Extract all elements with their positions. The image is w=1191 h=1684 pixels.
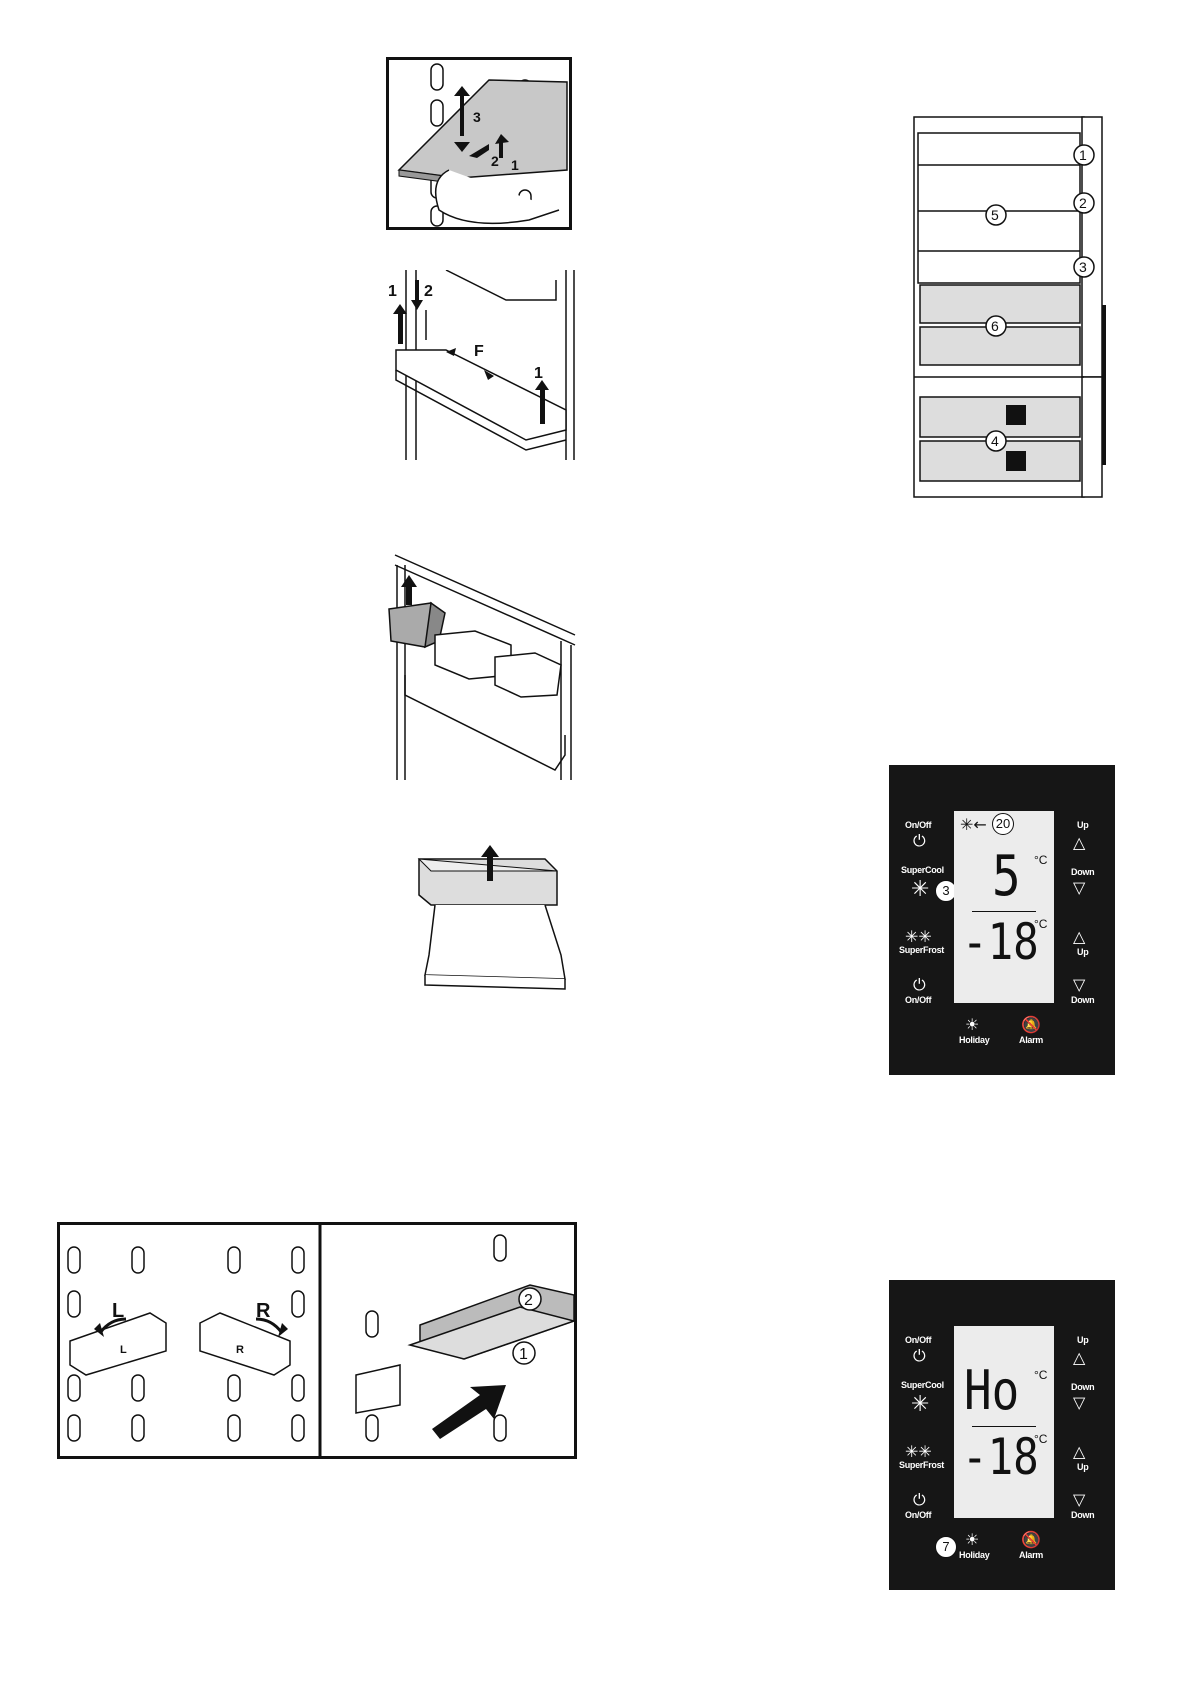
step-2-label: 2 bbox=[491, 153, 499, 169]
step-1-label: 1 bbox=[511, 157, 519, 173]
snowflake-indicator-icon: ✳← bbox=[960, 815, 987, 834]
shelf-bracket-figure: L R L R 2 1 bbox=[57, 1222, 577, 1459]
holiday-label: Holiday bbox=[959, 1035, 990, 1045]
holiday-callout: 7 bbox=[935, 1536, 957, 1558]
up-arrow-bottom-icon[interactable]: △ bbox=[1073, 1442, 1086, 1461]
power-icon-bottom[interactable]: ⏻ bbox=[913, 975, 926, 994]
indicator-callout: 20 bbox=[992, 813, 1014, 835]
fridge-unit: °C bbox=[1034, 1368, 1048, 1382]
superfrost-label: SuperFrost bbox=[899, 945, 945, 955]
supercool-snowflake-icon[interactable]: ✳ bbox=[911, 1392, 930, 1417]
supercool-label: SuperCool bbox=[901, 865, 944, 875]
control-panel-normal: On/Off ⏻ SuperCool ✳ 3 ✳✳ SuperFrost ⏻ O… bbox=[889, 765, 1115, 1075]
down-bottom-label: Down bbox=[1071, 1510, 1095, 1520]
step-1-left-label: 1 bbox=[388, 283, 397, 300]
up-arrow-icon[interactable]: △ bbox=[1073, 833, 1086, 852]
alarm-label: Alarm bbox=[1019, 1550, 1044, 1560]
bracket-right-label: R bbox=[256, 1300, 271, 1322]
fridge-unit: °C bbox=[1034, 853, 1048, 867]
callout-3: 3 bbox=[1079, 259, 1087, 275]
callout-2: 2 bbox=[1079, 195, 1087, 211]
callout-5: 5 bbox=[991, 207, 999, 223]
force-label: F bbox=[474, 343, 484, 360]
supercool-label: SuperCool bbox=[901, 1380, 944, 1390]
onoff-bottom-label: On/Off bbox=[905, 995, 932, 1005]
butter-compartment-figure bbox=[415, 845, 575, 990]
door-compartment-figure bbox=[385, 545, 577, 780]
shelf-2-callout: 2 bbox=[524, 1292, 533, 1309]
holiday-label: Holiday bbox=[959, 1550, 990, 1560]
onoff-top-label: On/Off bbox=[905, 1335, 932, 1345]
supercool-snowflake-icon[interactable]: ✳ bbox=[911, 877, 930, 902]
superfrost-snowflake-icon[interactable]: ✳✳ bbox=[905, 927, 932, 946]
step-3-label: 3 bbox=[473, 109, 481, 125]
door-shelf-figure: 1 2 1 F bbox=[386, 270, 576, 460]
up-arrow-icon[interactable]: △ bbox=[1073, 1348, 1086, 1367]
lcd-display: Ho °C -18 °C bbox=[954, 1326, 1054, 1518]
superfrost-label: SuperFrost bbox=[899, 1460, 945, 1470]
up-bottom-label: Up bbox=[1077, 1462, 1089, 1472]
down-arrow-bottom-icon[interactable]: ▽ bbox=[1073, 1490, 1086, 1509]
lcd-divider bbox=[972, 1426, 1036, 1427]
callout-6: 6 bbox=[991, 318, 999, 334]
callout-1: 1 bbox=[1079, 147, 1087, 163]
down-bottom-label: Down bbox=[1071, 995, 1095, 1005]
power-icon[interactable]: ⏻ bbox=[913, 1346, 926, 1365]
alarm-bell-icon[interactable]: 🔕 bbox=[1021, 1530, 1041, 1549]
alarm-label: Alarm bbox=[1019, 1035, 1044, 1045]
lcd-divider bbox=[972, 911, 1036, 912]
down-top-label: Down bbox=[1071, 867, 1095, 877]
power-icon[interactable]: ⏻ bbox=[913, 831, 926, 850]
fridge-overview-figure: 1 2 3 5 6 4 bbox=[906, 115, 1106, 505]
bracket-right-mark: R bbox=[236, 1344, 244, 1356]
fridge-display-text: Ho bbox=[964, 1359, 1020, 1422]
up-top-label: Up bbox=[1077, 820, 1089, 830]
up-arrow-bottom-icon[interactable]: △ bbox=[1073, 927, 1086, 946]
holiday-sun-icon[interactable]: ☀ bbox=[965, 1015, 980, 1034]
up-bottom-label: Up bbox=[1077, 947, 1089, 957]
down-top-label: Down bbox=[1071, 1382, 1095, 1392]
freezer-temperature: -18 bbox=[962, 1428, 1039, 1486]
bracket-left-mark: L bbox=[120, 1344, 127, 1356]
down-arrow-icon[interactable]: ▽ bbox=[1073, 1393, 1086, 1412]
up-top-label: Up bbox=[1077, 1335, 1089, 1345]
shelf-removal-figure: 3 2 1 bbox=[386, 57, 572, 230]
down-arrow-bottom-icon[interactable]: ▽ bbox=[1073, 975, 1086, 994]
holiday-sun-icon[interactable]: ☀ bbox=[965, 1530, 980, 1549]
lcd-display: ✳← 20 5 °C -18 °C bbox=[954, 811, 1054, 1003]
freezer-unit: °C bbox=[1034, 1432, 1048, 1446]
control-panel-holiday: On/Off ⏻ SuperCool ✳ ✳✳ SuperFrost ⏻ On/… bbox=[889, 1280, 1115, 1590]
step-2-label: 2 bbox=[424, 283, 433, 300]
callout-4: 4 bbox=[991, 433, 999, 449]
superfrost-snowflake-icon[interactable]: ✳✳ bbox=[905, 1442, 932, 1461]
freezer-temperature: -18 bbox=[962, 913, 1039, 971]
shelf-1-callout: 1 bbox=[519, 1346, 528, 1363]
power-icon-bottom[interactable]: ⏻ bbox=[913, 1490, 926, 1509]
fridge-temperature: 5 bbox=[992, 844, 1021, 909]
step-1-right-label: 1 bbox=[534, 365, 543, 382]
onoff-bottom-label: On/Off bbox=[905, 1510, 932, 1520]
freezer-unit: °C bbox=[1034, 917, 1048, 931]
onoff-top-label: On/Off bbox=[905, 820, 932, 830]
alarm-bell-icon[interactable]: 🔕 bbox=[1021, 1015, 1041, 1034]
bracket-left-label: L bbox=[112, 1300, 124, 1322]
down-arrow-icon[interactable]: ▽ bbox=[1073, 878, 1086, 897]
